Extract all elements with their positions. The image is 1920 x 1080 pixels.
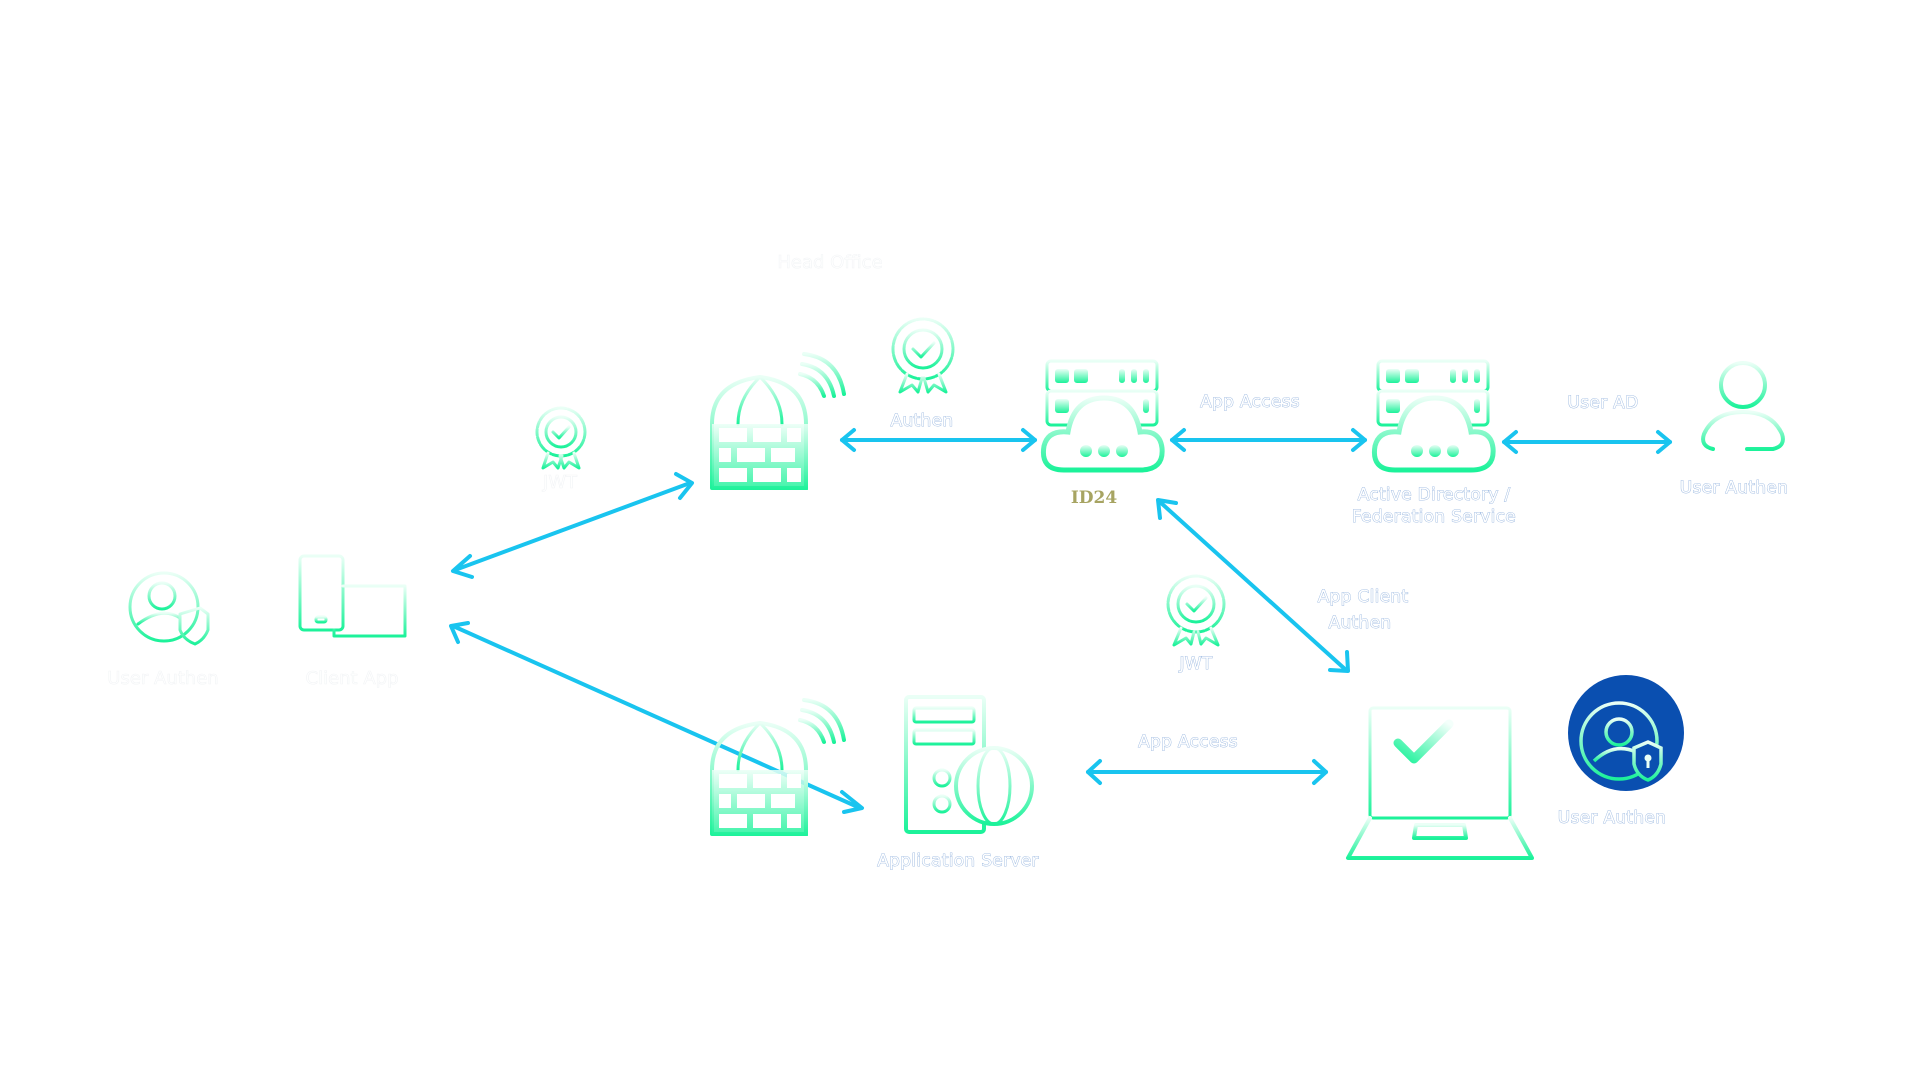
cloud-server-icon	[1371, 359, 1496, 473]
node-label: User Authen	[107, 668, 218, 689]
node-label-line1: Active Directory /	[1358, 485, 1511, 505]
certificate-badge-icon	[891, 317, 955, 394]
certificate-badge-icon	[535, 406, 587, 470]
node-label: User Authen	[1558, 808, 1667, 828]
node-right-user[interactable]: User Authen	[1679, 361, 1789, 498]
arrow-user-ad	[1502, 430, 1672, 454]
firewall-globe-icon	[710, 698, 846, 836]
user-icon	[1701, 361, 1785, 451]
arrow-client-to-firewall-top	[451, 472, 694, 579]
node-label: Application Server	[877, 851, 1039, 871]
cloud-server-icon	[1040, 359, 1165, 473]
arrow-app-client-authen	[1156, 498, 1350, 673]
edge-label-app-access-top: App Access	[1200, 392, 1300, 412]
node-label: ID24	[1071, 488, 1118, 508]
server-globe-icon	[904, 695, 1034, 834]
node-label-line2: Federation Service	[1352, 507, 1516, 527]
node-ad-fs[interactable]: Active Directory / Federation Service	[1352, 359, 1516, 527]
node-client-app[interactable]: Client App	[298, 554, 407, 689]
node-laptop[interactable]	[1346, 706, 1534, 860]
edge-label-app-access-bottom: App Access	[1138, 732, 1238, 752]
node-label: JWT	[1178, 654, 1212, 674]
user-shield-badge-icon	[1568, 675, 1684, 791]
node-label: JWT	[542, 472, 578, 493]
node-firewall-bottom[interactable]	[710, 698, 846, 836]
node-app-server[interactable]: Application Server	[877, 695, 1039, 871]
node-jwt-cert: JWT	[1166, 574, 1226, 674]
certificate-badge-icon	[1166, 574, 1226, 647]
arrow-authen	[840, 428, 1037, 452]
arrow-app-access-top	[1170, 428, 1367, 452]
edge-label-app-client-authen-2: Authen	[1329, 613, 1392, 633]
firewall-globe-icon	[710, 352, 846, 490]
edge-label-authen: Authen	[891, 411, 954, 431]
node-label: User Authen	[1680, 478, 1789, 498]
edge-label-app-client-authen-1: App Client	[1318, 587, 1409, 607]
edge-label-user-ad: User AD	[1568, 393, 1639, 413]
node-id24[interactable]: ID24	[1040, 359, 1165, 508]
arrow-app-access-bottom	[1086, 759, 1328, 785]
user-shield-icon	[128, 571, 210, 646]
node-authen-cert	[891, 317, 955, 394]
node-label: Client App	[306, 668, 399, 689]
diagram-title: Head Office	[777, 252, 882, 273]
node-left-user[interactable]: User Authen	[107, 571, 219, 689]
mobile-and-window-icon	[298, 554, 407, 638]
laptop-check-icon	[1346, 706, 1534, 860]
node-left-cert: JWT	[535, 406, 587, 493]
node-user-badge[interactable]: User Authen	[1557, 675, 1684, 828]
node-firewall-top[interactable]	[710, 352, 846, 490]
